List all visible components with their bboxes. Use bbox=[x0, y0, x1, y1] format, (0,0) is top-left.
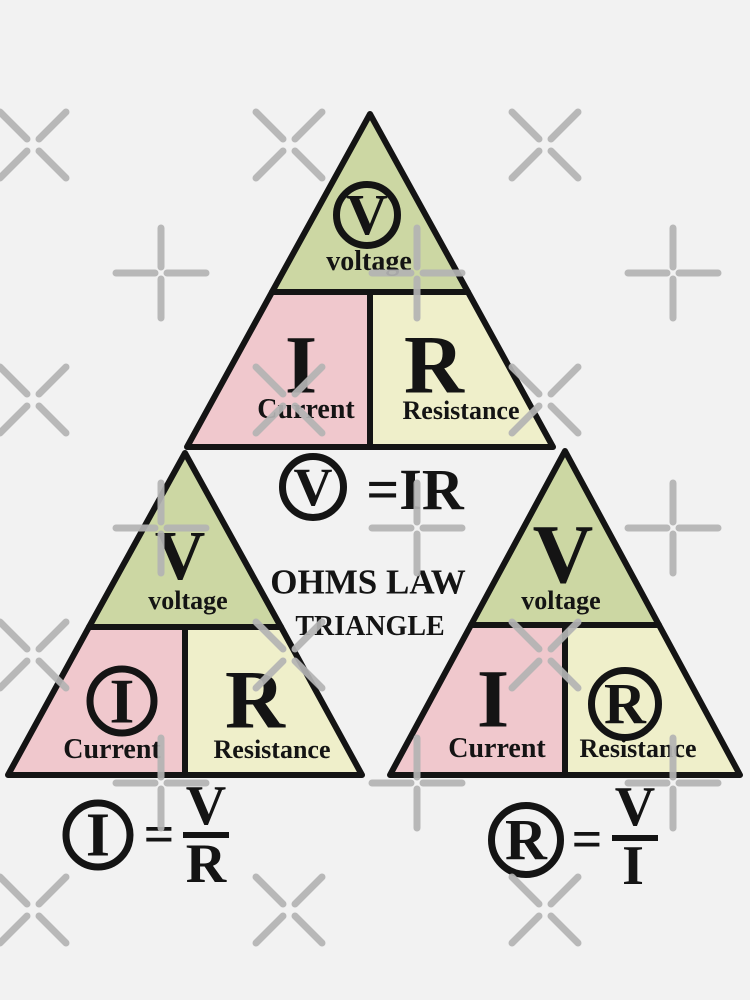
current-label: Current bbox=[257, 394, 355, 425]
voltage-letter: V bbox=[154, 518, 206, 595]
formula-i-lhs: I bbox=[85, 801, 111, 869]
resistance-letter: R bbox=[225, 653, 285, 746]
current-label: Current bbox=[448, 733, 546, 764]
circled-r-formula-symbol: R bbox=[488, 802, 564, 878]
voltage-label: voltage bbox=[148, 586, 228, 615]
current-letter: I bbox=[109, 665, 135, 736]
resistance-label: Resistance bbox=[579, 734, 697, 763]
fraction-denominator: I bbox=[622, 835, 644, 897]
resistance-letter: R bbox=[404, 318, 464, 411]
resistance-section bbox=[182, 624, 365, 778]
current-letter: I bbox=[476, 652, 510, 745]
equals-sign: = bbox=[571, 809, 603, 869]
equals-sign: = bbox=[143, 804, 175, 864]
voltage-label: voltage bbox=[521, 586, 601, 615]
formula-r-lhs: R bbox=[505, 807, 547, 872]
fraction-bar bbox=[183, 832, 229, 838]
fraction-denominator: R bbox=[185, 833, 227, 895]
voltage-label: voltage bbox=[326, 246, 412, 277]
formula-v-rhs: =IR bbox=[366, 457, 464, 522]
fraction-bar bbox=[612, 835, 658, 841]
formula-v-lhs: V bbox=[293, 457, 333, 517]
resistance-label: Resistance bbox=[213, 735, 331, 764]
voltage-letter: V bbox=[532, 508, 594, 601]
circled-v-formula-symbol: V bbox=[279, 453, 347, 521]
circled-voltage-symbol: V bbox=[333, 181, 401, 249]
fraction-numerator: V bbox=[614, 776, 656, 838]
circled-i-formula-symbol: I bbox=[62, 799, 134, 871]
subtitle-triangle: TRIANGLE bbox=[295, 611, 445, 642]
voltage-letter: V bbox=[346, 182, 388, 247]
circled-resistance-symbol: R bbox=[588, 667, 662, 741]
resistance-letter: R bbox=[604, 671, 646, 736]
circled-current-symbol: I bbox=[86, 665, 158, 737]
fraction-numerator: V bbox=[185, 775, 227, 837]
resistance-label: Resistance bbox=[402, 396, 520, 425]
title-ohms-law: OHMS LAW bbox=[270, 562, 466, 602]
current-label: Current bbox=[63, 734, 161, 765]
